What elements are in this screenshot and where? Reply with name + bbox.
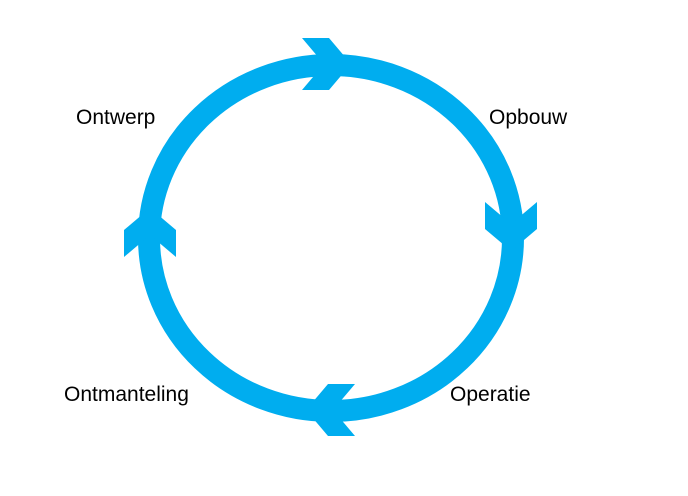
stage-label-ontwerp: Ontwerp	[76, 106, 156, 129]
stage-label-operatie: Operatie	[450, 383, 531, 406]
arrow-up-icon	[124, 208, 176, 257]
arrow-down-icon	[485, 202, 537, 251]
arrow-left-icon	[306, 384, 355, 436]
stage-label-ontmanteling: Ontmanteling	[64, 383, 189, 406]
cycle-circle	[138, 54, 524, 422]
stage-label-opbouw: Opbouw	[489, 106, 568, 129]
arrow-right-icon	[302, 38, 351, 90]
